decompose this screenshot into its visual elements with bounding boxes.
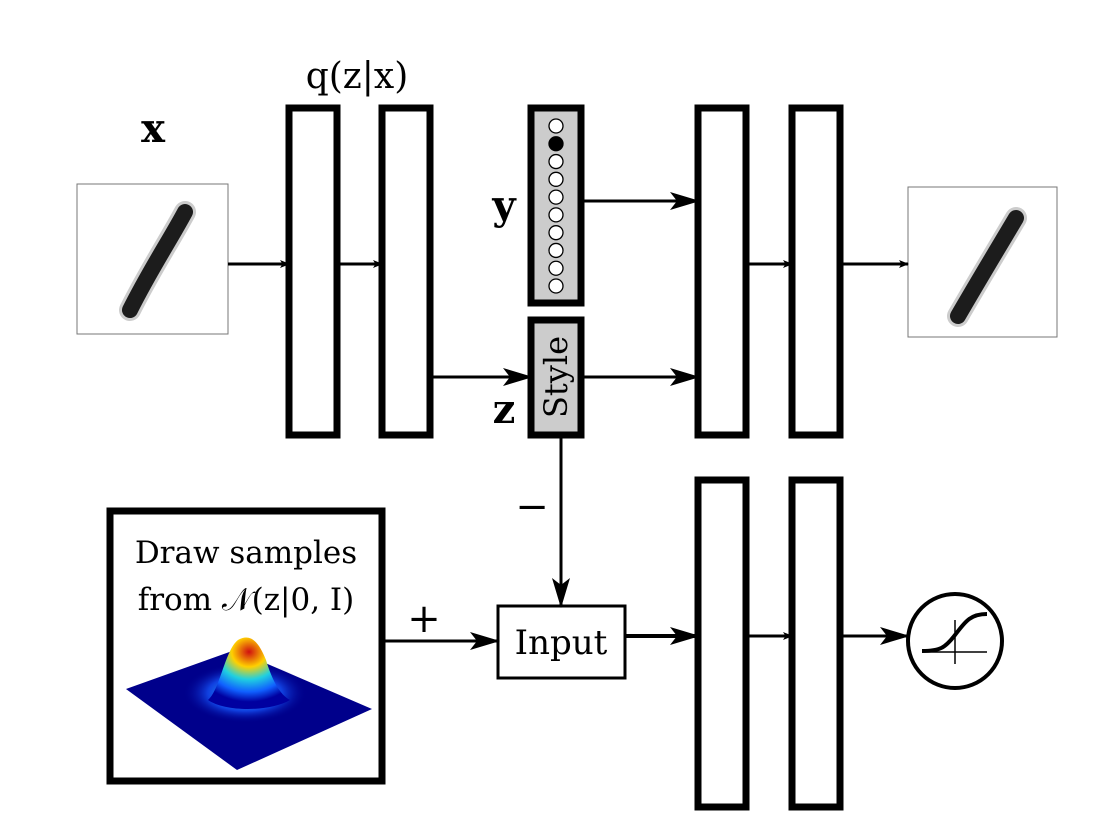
encoder-layer-2 (378, 104, 434, 439)
one-hot-unit (548, 260, 564, 276)
one-hot-unit (548, 171, 564, 187)
discriminator-layer-1 (694, 476, 750, 811)
encoder-layer-1 (285, 104, 341, 439)
one-hot-unit (548, 225, 564, 241)
plus-sign: + (407, 596, 441, 642)
one-hot-unit (548, 278, 564, 294)
y-one-hot-vector (527, 104, 585, 307)
decoder-layer-1 (694, 104, 750, 439)
minus-sign: − (515, 484, 549, 530)
one-hot-unit (548, 153, 564, 170)
one-hot-unit-active (548, 136, 564, 152)
one-hot-unit (548, 242, 564, 259)
input-digit-image (76, 183, 229, 335)
one-hot-unit (548, 207, 564, 223)
one-hot-unit (548, 189, 564, 205)
arrows (228, 192, 910, 650)
discriminator-input-box: Input (496, 604, 627, 680)
output-digit-image (907, 186, 1058, 338)
decoder-layer-2 (788, 104, 844, 439)
prior-text-line1: Draw samples (135, 535, 357, 571)
sigmoid-icon (906, 592, 1004, 690)
input-label: Input (515, 623, 608, 663)
encoder-label: q(z|x) (306, 56, 409, 97)
z-label: z (493, 386, 516, 433)
style-label: Style (537, 336, 575, 418)
prior-sample-box: Draw samples from 𝒩(z|0, I) (106, 507, 386, 785)
discriminator-layer-2 (788, 476, 844, 811)
one-hot-unit (548, 118, 564, 134)
gaussian-surface-icon (126, 637, 372, 770)
y-label: y (491, 182, 517, 229)
z-style-code: Style (527, 316, 585, 439)
prior-text-line2: from 𝒩(z|0, I) (138, 582, 355, 618)
x-label: x (141, 105, 166, 152)
